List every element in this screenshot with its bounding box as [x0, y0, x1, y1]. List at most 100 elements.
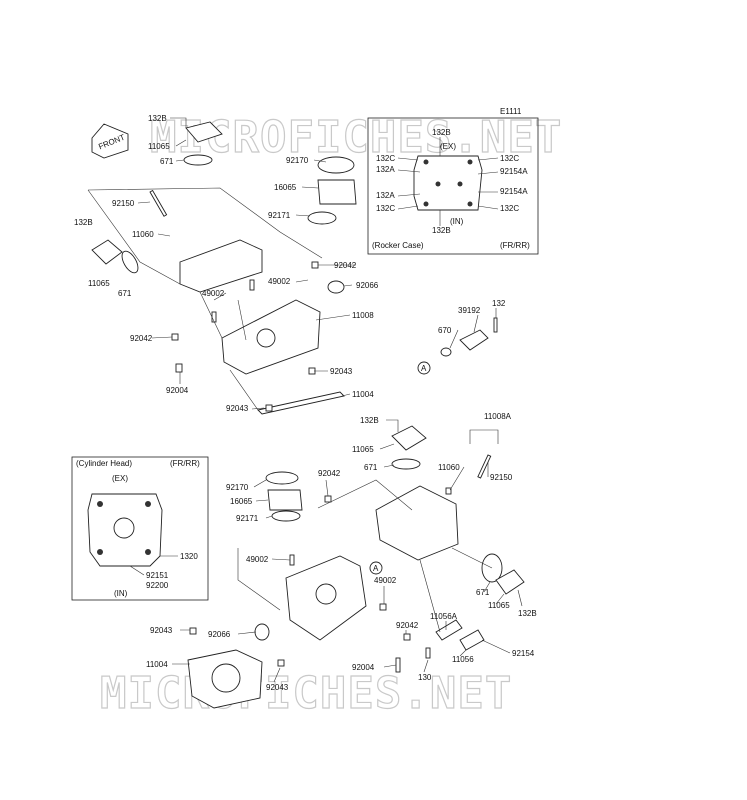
label-92043-4: 92043: [266, 683, 289, 692]
cover-plate-left: [91, 239, 123, 265]
cover-plate-lower-right: [495, 569, 525, 595]
label-11065-2: 11065: [88, 279, 110, 288]
label-39192: 39192: [458, 306, 481, 315]
upper-assembly: [87, 121, 357, 415]
tensioner-group: A: [417, 317, 498, 375]
label-49002-2: 49002: [202, 289, 225, 298]
label-671-4: 671: [476, 588, 490, 597]
cylinder-head-inset: (Cylinder Head) (FR/RR) (EX) (IN) 1320 9…: [71, 456, 209, 601]
bolt-92004-lower: [395, 657, 401, 673]
cover-plate-lower: [391, 425, 427, 451]
label-671-3: 671: [364, 463, 378, 472]
bolt-92004-upper: [175, 363, 183, 373]
gasket-671-upper: [183, 154, 213, 166]
pipe-16065-lower: [267, 489, 303, 511]
label-132: 132: [492, 299, 506, 308]
tensioner-39192: [459, 329, 489, 351]
label-11065-3: 11065: [352, 445, 374, 454]
pin-92043-upper-2: [265, 404, 273, 412]
pin-92043-lower-2: [277, 659, 285, 667]
label-132b-3: 132B: [360, 416, 379, 425]
label-130: 130: [418, 673, 432, 682]
bolt-132: [493, 317, 498, 333]
label-671-1: 671: [160, 157, 174, 166]
rocker-case-top-view: [413, 155, 483, 211]
head-label-1320: 1320: [180, 552, 198, 561]
pipe-16065-upper: [317, 179, 357, 205]
head-inset-ex: (EX): [112, 474, 128, 483]
rocker-inset-title: (Rocker Case): [372, 241, 424, 250]
label-92004-2: 92004: [352, 663, 375, 672]
seal-92066-upper: [327, 280, 345, 294]
rocker-inset-in: (IN): [450, 217, 464, 226]
oring-92171-upper: [307, 211, 337, 225]
watermark-top: MICROFICHES.NET: [150, 112, 562, 163]
pin-49002-upper: [249, 279, 255, 291]
label-92150-2: 92150: [490, 473, 513, 482]
head-gasket-upper: [257, 391, 345, 415]
label-11056a: 11056A: [430, 612, 458, 621]
rocker-label-132c-1: 132C: [376, 154, 395, 163]
rocker-label-92154a-1: 92154A: [500, 167, 528, 176]
diagram-code: E1111: [500, 107, 522, 116]
label-92066-1: 92066: [356, 281, 379, 290]
head-inset-in: (IN): [114, 589, 128, 598]
rocker-label-132b-bottom: 132B: [432, 226, 451, 235]
label-11065-1: 11065: [148, 142, 170, 151]
label-16065-1: 16065: [274, 183, 297, 192]
label-92042-1: 92042: [334, 261, 357, 270]
rocker-inset-variant: (FR/RR): [500, 241, 530, 250]
label-132b-2: 132B: [74, 218, 93, 227]
head-inset-title: (Cylinder Head): [76, 459, 132, 468]
rocker-label-132c-3: 132C: [376, 204, 395, 213]
gasket-671-lower: [391, 458, 421, 470]
pin-92042-lower: [324, 495, 332, 503]
gasket-671-left: [121, 250, 139, 274]
seal-92066-lower: [254, 623, 270, 641]
label-92170-2: 92170: [226, 483, 249, 492]
head-inset-variant: (FR/RR): [170, 459, 200, 468]
label-11004-2: 11004: [146, 660, 168, 669]
ref-marker-a-lower-text: A: [373, 564, 379, 573]
label-49002-4: 49002: [374, 576, 397, 585]
label-92170-1: 92170: [286, 156, 309, 165]
label-132b-1: 132B: [148, 114, 167, 123]
chain-guide-11056: [459, 629, 485, 651]
label-92043-1: 92043: [330, 367, 353, 376]
label-11056: 11056: [452, 655, 474, 664]
label-11060-2: 11060: [438, 463, 460, 472]
rocker-label-132c-2: 132C: [500, 154, 519, 163]
label-11004-1: 11004: [352, 390, 374, 399]
rocker-cover-lower: [375, 485, 459, 561]
label-92042-3: 92042: [318, 469, 341, 478]
label-11008a: 11008A: [484, 412, 512, 421]
pin-49002-upper-2: [211, 311, 217, 323]
pin-92042-lower-2: [403, 633, 411, 641]
rocker-label-132c-4: 132C: [500, 204, 519, 213]
label-92066-2: 92066: [208, 630, 231, 639]
label-671-2: 671: [118, 289, 132, 298]
lower-assembly: A: [187, 425, 525, 709]
label-11008: 11008: [352, 311, 374, 320]
label-11060-1: 11060: [132, 230, 154, 239]
label-92154: 92154: [512, 649, 535, 658]
ref-marker-a-lower: [369, 561, 383, 575]
label-92042-4: 92042: [396, 621, 419, 630]
bolt-11060-lower: [445, 487, 452, 495]
label-670: 670: [438, 326, 452, 335]
rocker-inset-ex: (EX): [440, 142, 456, 151]
oring-92171-lower: [271, 510, 301, 522]
label-11065-4: 11065: [488, 601, 510, 610]
pin-92042-upper: [171, 333, 179, 341]
ref-marker-a-upper-text: A: [421, 364, 427, 373]
pin-92042-upper-2: [311, 261, 319, 269]
rocker-case-inset: E1111 (Rocker Case) (FR/RR) (EX) (IN) 13…: [367, 107, 539, 255]
pin-92043-lower: [189, 627, 197, 635]
rocker-label-132b-top: 132B: [432, 128, 451, 137]
label-92004-1: 92004: [166, 386, 189, 395]
pin-49002-lower-2: [289, 554, 295, 566]
bolt-92150-lower: [477, 454, 492, 479]
rocker-label-132a-2: 132A: [376, 191, 395, 200]
